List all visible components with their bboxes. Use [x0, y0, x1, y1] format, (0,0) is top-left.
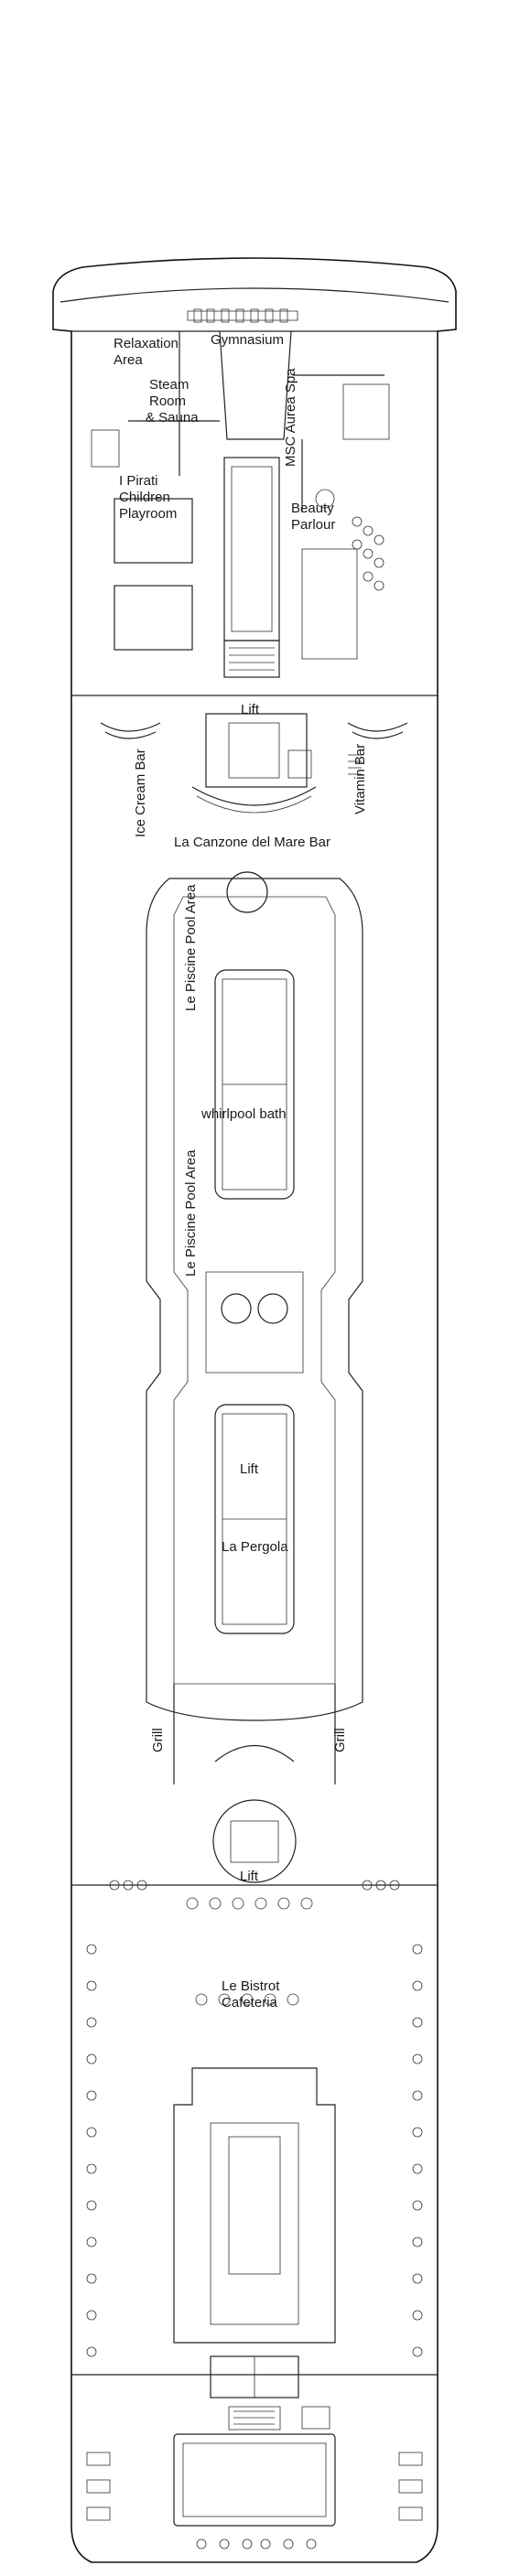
label-steam-room-3: & Sauna — [146, 410, 199, 426]
grill-block — [173, 2067, 336, 2344]
label-children-playroom-2: Children — [119, 490, 170, 505]
label-relaxation-area-1: Relaxation — [114, 336, 179, 351]
fore-bar-area — [100, 713, 408, 913]
label-beauty-parlour-1: Beauty — [291, 501, 334, 516]
label-lift-aft: Lift — [240, 1869, 259, 1884]
bistrot-block — [86, 2406, 423, 2549]
label-pool-area-aft: Le Piscine Pool Area — [183, 1149, 199, 1277]
label-pool-area-fore: Le Piscine Pool Area — [183, 884, 199, 1011]
label-lift-mid: Lift — [240, 1461, 259, 1477]
label-steam-room-1: Steam — [149, 377, 189, 393]
label-lift-fore: Lift — [241, 702, 260, 717]
label-grill-right: Grill — [332, 1728, 348, 1752]
hull-outline — [52, 257, 457, 2563]
aft-lift — [71, 2355, 438, 2398]
label-children-playroom-1: I Pirati — [119, 473, 158, 489]
label-beauty-parlour-2: Parlour — [291, 517, 335, 533]
label-whirlpool: whirlpool bath — [200, 1106, 287, 1122]
label-pergola: La Pergola — [222, 1539, 288, 1555]
label-children-playroom-3: Playroom — [119, 506, 177, 522]
label-canzone-bar: La Canzone del Mare Bar — [174, 835, 330, 850]
label-gymnasium: Gymnasium — [211, 332, 284, 348]
label-ice-cream-bar: Ice Cream Bar — [133, 749, 148, 837]
label-bistrot-2: Cafeteria — [222, 1995, 278, 2010]
pergola-tables — [86, 1880, 423, 2357]
label-steam-room-2: Room — [149, 393, 186, 409]
pool-area — [146, 878, 363, 1784]
fore-spa-block — [71, 308, 438, 696]
label-bistrot-1: Le Bistrot — [222, 1978, 280, 1994]
label-grill-left: Grill — [150, 1728, 166, 1752]
label-relaxation-area-2: Area — [114, 352, 143, 368]
label-vitamin-bar: Vitamin Bar — [352, 744, 368, 814]
label-aurea-spa: MSC Aurea Spa — [283, 368, 298, 467]
